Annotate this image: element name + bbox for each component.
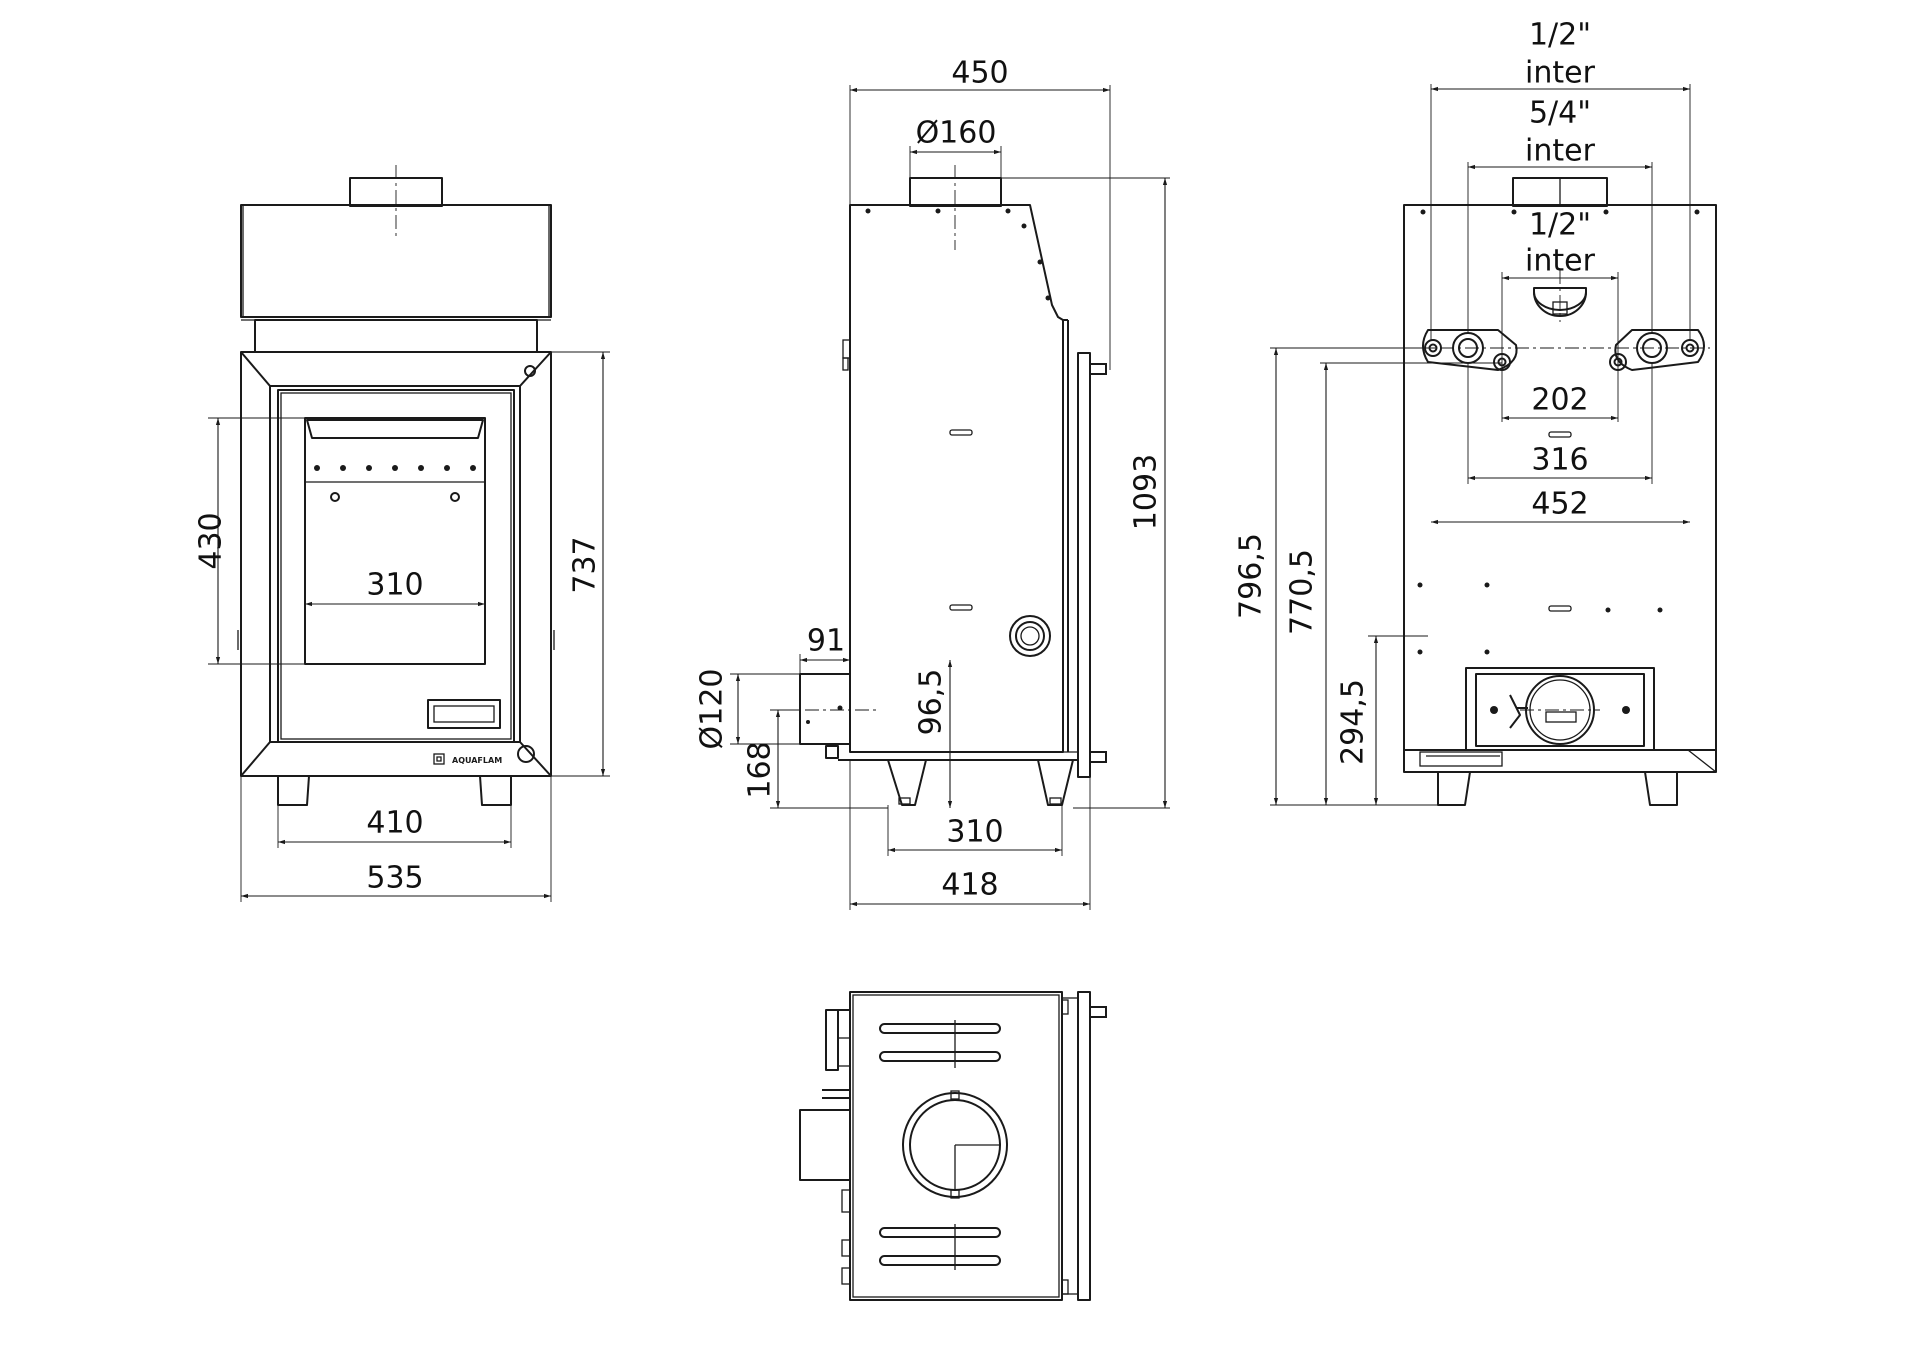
dim-front-window-height: 430 xyxy=(194,512,229,569)
top-air-inlet xyxy=(799,1109,851,1181)
side-leg-rear xyxy=(1037,759,1074,806)
top-view xyxy=(799,991,1107,1301)
dim-back-height-770: 770,5 xyxy=(1285,549,1320,635)
front-upper-casing xyxy=(240,204,552,318)
side-dimensions: 450 Ø160 1093 91 Ø120 168 96,5 310 418 xyxy=(695,56,1170,910)
dim-back-height-796: 796,5 xyxy=(1234,533,1269,619)
back-view xyxy=(1403,177,1717,806)
front-air-holes xyxy=(314,465,476,471)
top-flue-opening xyxy=(902,1092,1008,1198)
dim-side-body-depth: 418 xyxy=(941,868,998,903)
back-leg-left xyxy=(1437,771,1471,806)
front-corner-bolt xyxy=(524,365,536,377)
side-water-connection xyxy=(1009,615,1051,657)
back-flange-left xyxy=(1422,329,1518,371)
front-view: AQUAFLAM xyxy=(237,165,555,806)
dim-side-air-inlet-diameter: Ø120 xyxy=(695,669,730,750)
dim-back-safety-suffix: inter xyxy=(1525,244,1596,279)
dim-front-total-width: 535 xyxy=(366,861,423,896)
aquaflam-logo-icon xyxy=(433,753,445,765)
dim-side-legs-depth: 310 xyxy=(946,815,1003,850)
top-body xyxy=(849,991,1063,1301)
dim-back-top-connection-fraction: 1/2" xyxy=(1529,18,1591,53)
front-frame-bevel-bottom xyxy=(240,741,552,777)
back-slot-lower xyxy=(1548,605,1572,612)
side-flue-collar xyxy=(909,177,1002,207)
dim-front-legs-width: 410 xyxy=(366,806,423,841)
front-leg-left xyxy=(277,775,310,806)
side-view xyxy=(780,165,1107,806)
front-door-handle xyxy=(427,699,501,729)
side-bolts xyxy=(865,208,1051,301)
front-glass xyxy=(304,417,486,665)
top-valve-stem xyxy=(822,1089,850,1099)
dim-back-height-294: 294,5 xyxy=(1336,679,1371,765)
dim-side-flue-diameter: Ø160 xyxy=(916,116,997,151)
side-slot-upper xyxy=(949,429,973,436)
logo-text: AQUAFLAM xyxy=(452,756,502,765)
side-hinge-top xyxy=(1089,363,1107,375)
front-deflector xyxy=(306,419,484,439)
dim-side-air-inlet-axis-height: 96,5 xyxy=(914,669,949,736)
back-base-plate xyxy=(1403,750,1717,773)
front-body-frame xyxy=(240,351,552,777)
back-air-box xyxy=(1465,667,1655,751)
side-body xyxy=(849,204,1064,753)
back-damper-lever xyxy=(1509,694,1528,729)
dim-back-safety-fraction: 1/2" xyxy=(1529,208,1591,243)
dim-back-spacing-452: 452 xyxy=(1531,487,1588,522)
front-door xyxy=(277,389,515,743)
front-shelf xyxy=(254,319,538,353)
dim-front-door-height: 737 xyxy=(568,536,603,593)
side-air-inlet xyxy=(799,673,851,745)
front-leg-right xyxy=(479,775,512,806)
back-leg-right xyxy=(1644,771,1678,806)
dim-side-air-inlet-depth: 91 xyxy=(807,624,845,659)
dim-back-flow-return-fraction: 5/4" xyxy=(1529,96,1591,131)
back-dimensions: 1/2" inter 5/4" inter 1/2" inter 202 316… xyxy=(1234,18,1691,806)
side-door-plate xyxy=(1077,352,1091,778)
side-slot-lower xyxy=(949,604,973,611)
dim-back-top-connection-suffix: inter xyxy=(1525,56,1596,91)
dim-back-spacing-202: 202 xyxy=(1531,383,1588,418)
top-vent-slots xyxy=(879,1023,1001,1266)
back-flange-right xyxy=(1614,329,1705,371)
front-dimensions: 430 310 737 410 535 xyxy=(194,351,610,902)
dim-side-total-height: 1093 xyxy=(1129,454,1164,530)
front-frame-bevel-top xyxy=(240,351,552,387)
dim-front-window-width: 310 xyxy=(366,568,423,603)
top-door-plate xyxy=(1077,991,1091,1301)
back-bolts xyxy=(1417,209,1700,655)
dim-side-air-inlet-bottom-height: 168 xyxy=(743,741,778,798)
side-hinge-bottom xyxy=(1089,751,1107,763)
front-control-knob xyxy=(517,745,535,763)
dim-back-spacing-316: 316 xyxy=(1531,443,1588,478)
dim-side-top-depth: 450 xyxy=(951,56,1008,91)
side-leg-front xyxy=(887,759,927,806)
dim-back-flow-return-suffix: inter xyxy=(1525,134,1596,169)
back-slot-upper xyxy=(1548,431,1572,438)
